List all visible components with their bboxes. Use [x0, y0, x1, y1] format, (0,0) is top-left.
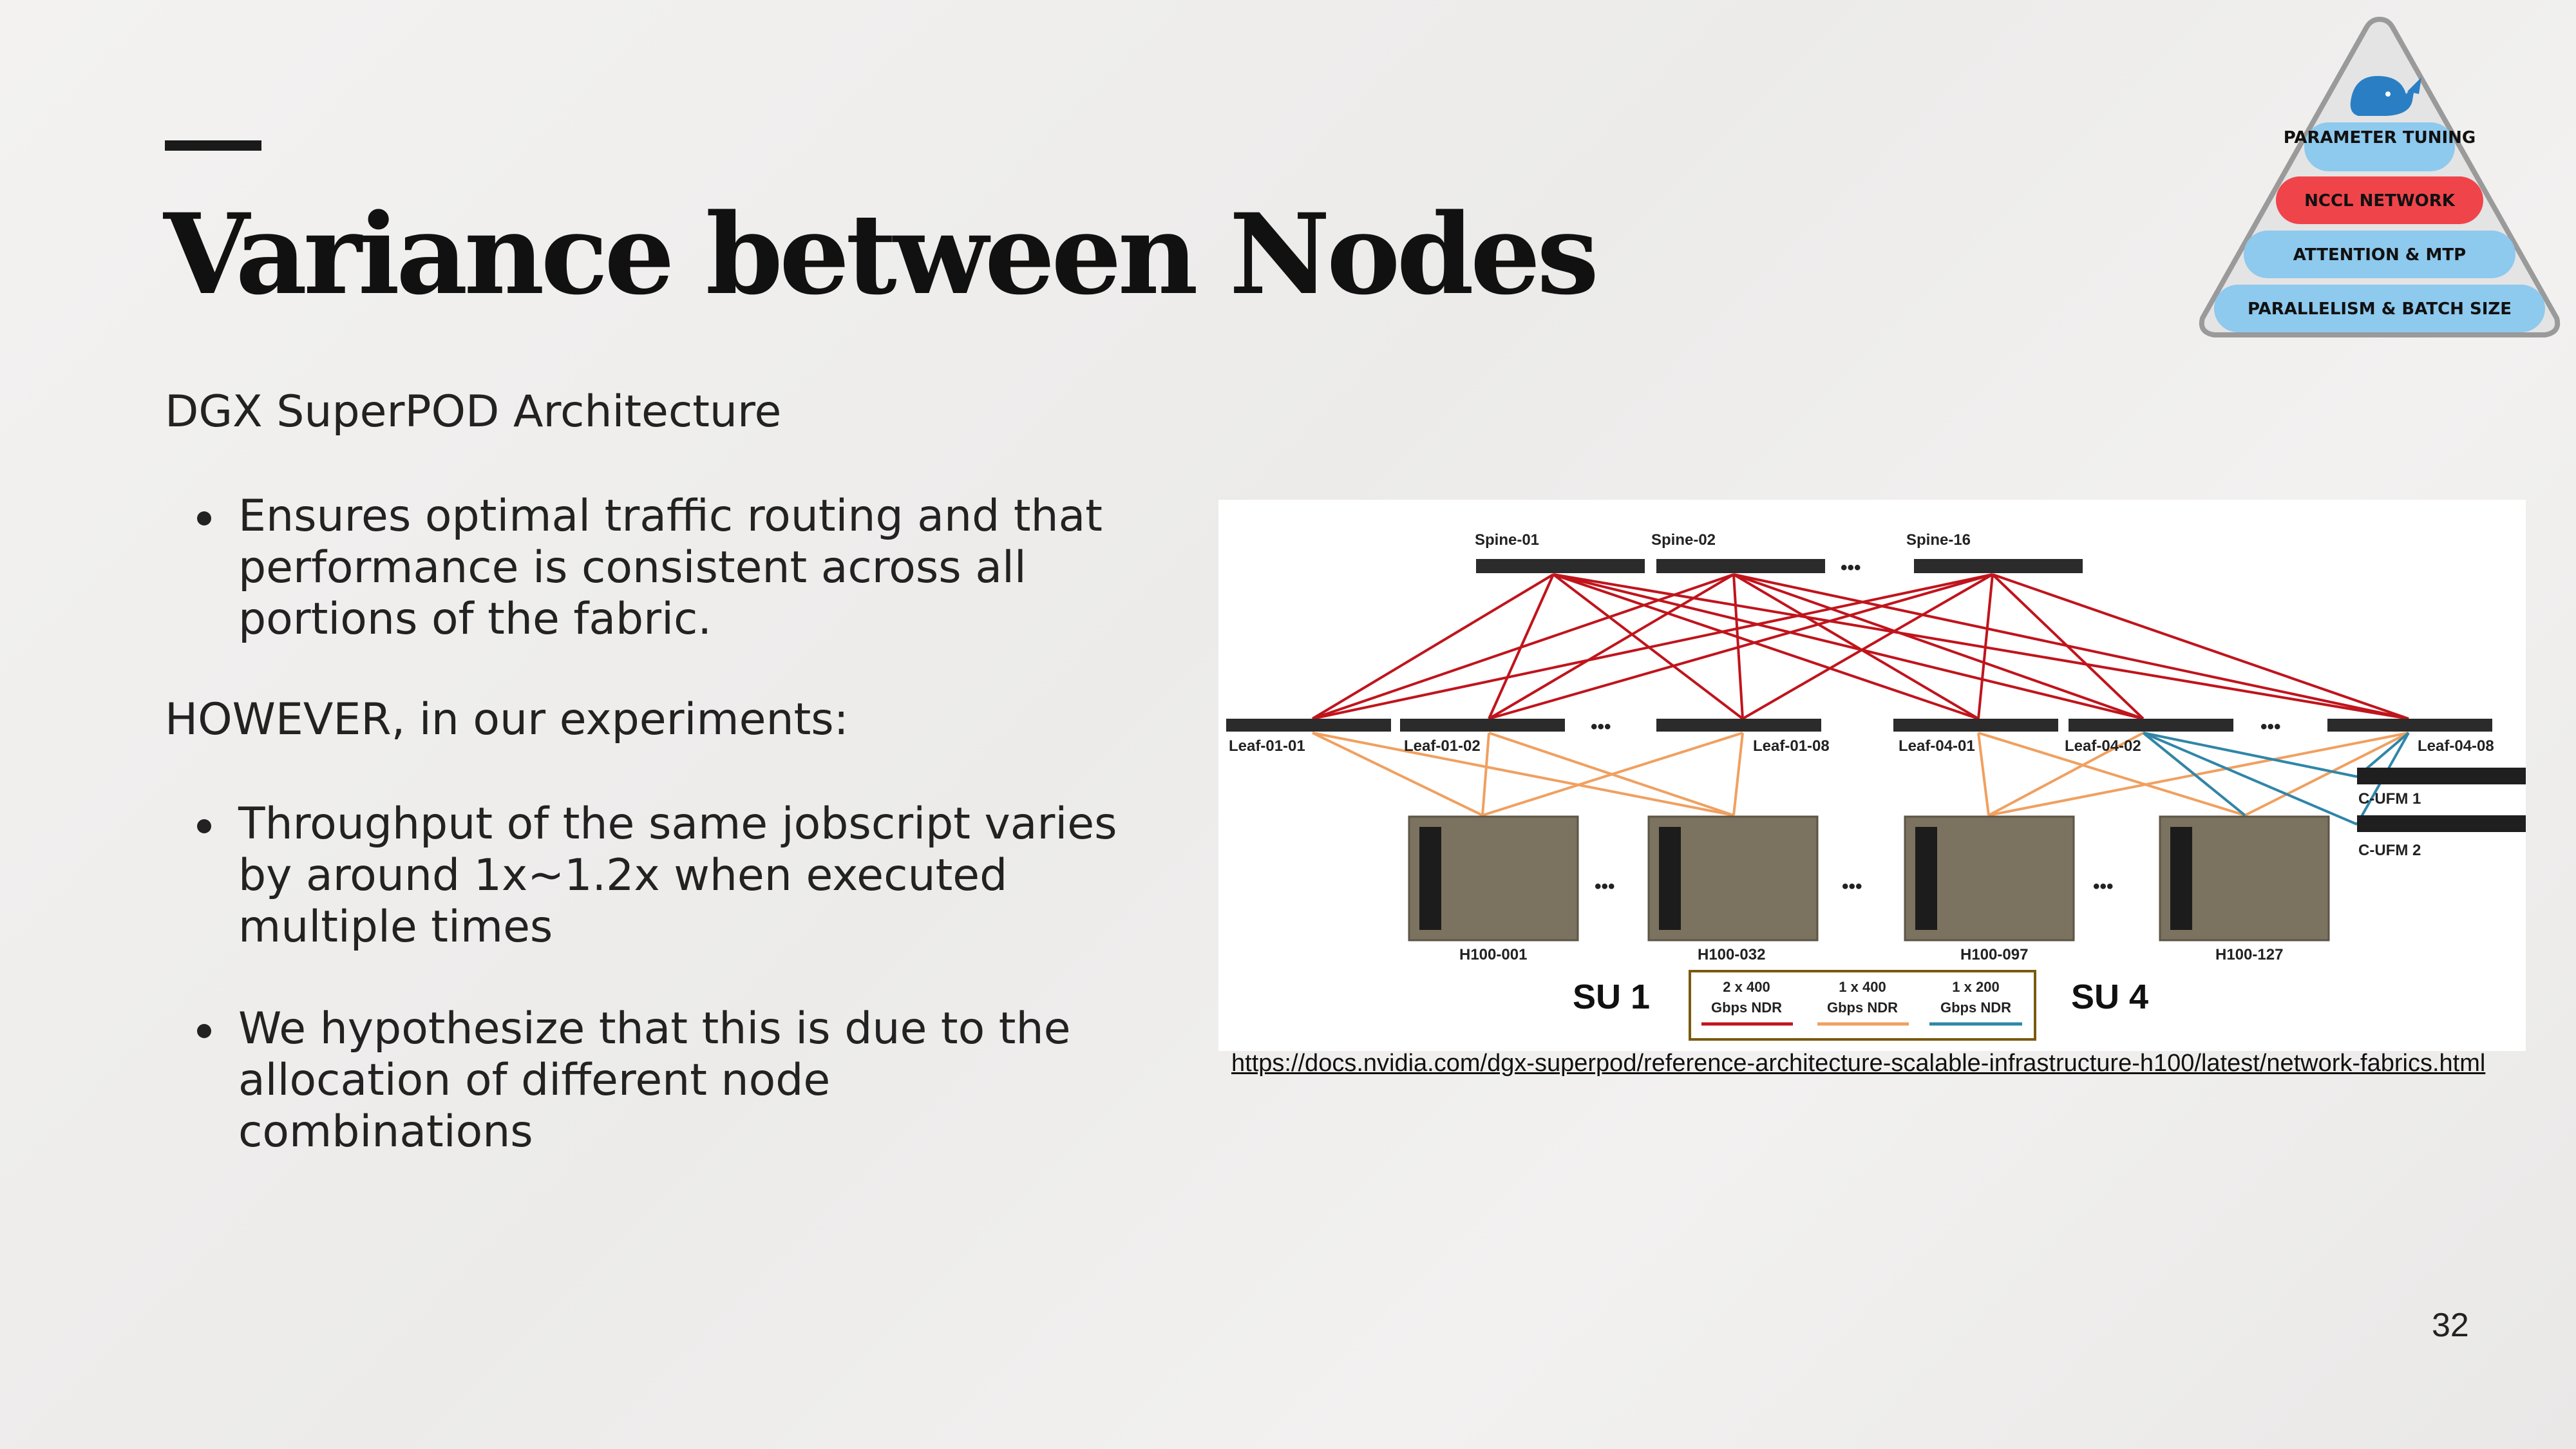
ellipsis: ••• [1591, 716, 1611, 737]
leaf-node-link [1732, 732, 1744, 816]
spine-leaf-link [1991, 573, 2145, 720]
spine-label: Spine-01 [1475, 531, 1539, 549]
pyramid-level [2214, 285, 2545, 332]
bullet-item: Ensures optimal traffic routing and that… [193, 491, 1121, 645]
legend-text: 1 x 400 [1839, 979, 1886, 995]
slide-title: Variance between Nodes [164, 189, 1599, 319]
spine-switch [1914, 559, 2083, 573]
h100-node [1647, 815, 1819, 942]
spine-leaf-link [1732, 573, 1980, 720]
spine-leaf-link [1553, 573, 2144, 720]
leaf-node-link [1988, 732, 2409, 817]
h100-node [1408, 815, 1579, 942]
findings-bullet-list: Throughput of the same jobscript varies … [193, 799, 1121, 1208]
leaf-node-link [1988, 732, 2144, 817]
spine-leaf-link [1311, 573, 1555, 720]
leaf-switch [1893, 719, 2058, 732]
leaf-node-link [1312, 732, 1483, 817]
legend-text: Gbps NDR [1827, 999, 1898, 1016]
title-accent-bar [165, 140, 261, 151]
pyramid-level-label: NCCL NETWORK [2304, 191, 2456, 211]
su-label: SU 4 [2071, 978, 2148, 1016]
node-label: H100-001 [1459, 946, 1527, 963]
spine-leaf-link [1488, 573, 1993, 720]
leaf-label: Leaf-01-08 [1753, 737, 1830, 755]
legend-text: 1 x 200 [1952, 979, 1999, 995]
source-link[interactable]: https://docs.nvidia.com/dgx-superpod/ref… [1231, 1050, 2486, 1077]
bullet-item: We hypothesize that this is due to the a… [193, 1003, 1121, 1158]
page-number: 32 [2432, 1307, 2469, 1344]
leaf-switch [1656, 719, 1821, 732]
ellipsis: ••• [1842, 876, 1862, 897]
node-label: H100-127 [2215, 946, 2283, 963]
network-diagram-svg: Spine-01 Spine-02 Spine-16 ••• Leaf-01-0… [1226, 531, 2526, 1041]
pyramid-level-highlight [2276, 176, 2483, 224]
legend-text: Gbps NDR [1940, 999, 2011, 1016]
superpod-network-diagram: Spine-01 Spine-02 Spine-16 ••• Leaf-01-0… [1218, 500, 2526, 1051]
pyramid-level [2304, 122, 2455, 171]
leaf-label: Leaf-04-08 [2418, 737, 2494, 755]
ufm-label: C-UFM 1 [2358, 790, 2421, 808]
leaf-switch [2327, 719, 2492, 732]
whale-icon [2350, 76, 2421, 116]
ufm-appliance [2357, 815, 2526, 832]
legend-text: 2 x 400 [1723, 979, 1770, 995]
slide-subtitle: DGX SuperPOD Architecture [165, 386, 782, 437]
leaf-node-link [1481, 732, 1490, 816]
ellipsis: ••• [2093, 876, 2114, 897]
link-legend: 2 x 400 Gbps NDR 1 x 400 Gbps NDR 1 x 20… [1689, 970, 2036, 1041]
leaf-node-link [1482, 732, 1743, 817]
optimization-pyramid: PARAMETER TUNING NCCL NETWORK ATTENTION … [2199, 16, 2561, 337]
leaf-node-link [1312, 732, 1734, 817]
ellipsis: ••• [1595, 876, 1615, 897]
bullet-item: Throughput of the same jobscript varies … [193, 799, 1121, 953]
ellipsis: ••• [1841, 557, 1861, 578]
su-label: SU 1 [1573, 978, 1650, 1016]
leaf-ufm-link [2143, 732, 2358, 778]
spine-leaf-link [1992, 573, 2409, 720]
leaf-switch [2069, 719, 2233, 732]
pyramid-level-label: ATTENTION & MTP [2293, 245, 2466, 265]
leaf-switch [1226, 719, 1391, 732]
pyramid-level-label: PARAMETER TUNING [2284, 128, 2476, 147]
leaf-ufm-link [2143, 732, 2358, 826]
spine-leaf-link [1312, 573, 1734, 720]
intro-bullet-list: Ensures optimal traffic routing and that… [193, 491, 1121, 645]
link-group [1311, 573, 2410, 826]
leaf-label: Leaf-01-02 [1404, 737, 1481, 755]
spine-leaf-link [1553, 573, 2409, 720]
h100-node [1904, 815, 2075, 942]
spine-leaf-link [1553, 573, 1979, 720]
leaf-switch [1400, 719, 1565, 732]
h100-node [2159, 815, 2330, 942]
leaf-label: Leaf-01-01 [1229, 737, 1305, 755]
spine-leaf-link [1312, 573, 1993, 720]
leaf-node-link [2244, 732, 2409, 817]
node-label: H100-097 [1960, 946, 2028, 963]
spine-label: Spine-16 [1906, 531, 1971, 549]
spine-leaf-link [1733, 573, 2409, 720]
leaf-node-link [1978, 732, 2246, 817]
spine-leaf-link [1733, 573, 2144, 720]
spine-leaf-link [1488, 573, 1735, 720]
spine-leaf-link [1977, 574, 1994, 719]
ufm-label: C-UFM 2 [2358, 842, 2421, 859]
pyramid-level [2244, 231, 2515, 278]
ellipsis: ••• [2260, 716, 2281, 737]
pyramid-level-label: PARALLELISM & BATCH SIZE [2248, 299, 2512, 319]
spine-leaf-link [1742, 573, 1993, 720]
node-label: H100-032 [1698, 946, 1765, 963]
spine-switch [1656, 559, 1825, 573]
legend-text: Gbps NDR [1711, 999, 1782, 1016]
spine-label: Spine-02 [1651, 531, 1716, 549]
leaf-label: Leaf-04-02 [2065, 737, 2141, 755]
ufm-appliance [2357, 768, 2526, 784]
leaf-label: Leaf-04-01 [1899, 737, 1975, 755]
however-text: HOWEVER, in our experiments: [165, 694, 849, 745]
spine-switch [1476, 559, 1645, 573]
leaf-node-link [1977, 732, 1990, 816]
leaf-ufm-link [2142, 732, 2246, 817]
